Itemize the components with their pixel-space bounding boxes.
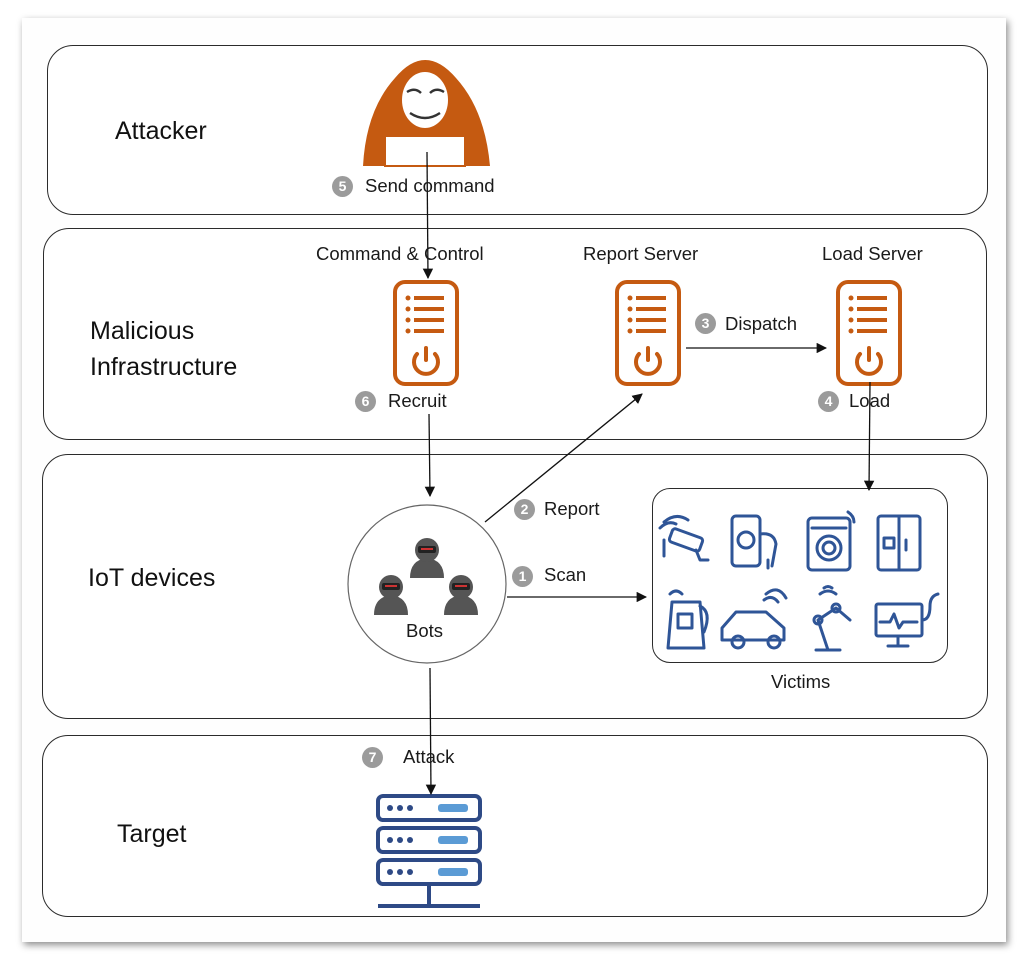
smart-fridge-icon [876,514,922,572]
infrastructure-layer-label-line1: Malicious [90,317,195,345]
send-command-arrow [422,151,434,280]
target-layer [42,735,988,917]
step-1-label: Scan [544,564,587,585]
step-5-badge: 5 [332,176,353,197]
report-server-label: Report Server [583,243,699,264]
load-arrow [863,381,875,492]
report-server-icon [615,280,681,386]
recruit-arrow [424,413,436,498]
attack-arrow [425,667,437,796]
smartphone-health-icon [730,514,778,570]
bots-label: Bots [406,620,444,641]
step-4-badge: 4 [818,391,839,412]
step-5-label: Send command [365,175,495,196]
step-3-badge: 3 [695,313,716,334]
cnc-server-icon [393,280,459,386]
iot-layer-label: IoT devices [88,564,216,592]
cnc-server-label: Command & Control [316,243,484,264]
load-server-label: Load Server [822,243,923,264]
step-2-label: Report [544,498,600,519]
step-2-badge: 2 [514,499,535,520]
victims-label: Victims [771,671,831,692]
step-3-label: Dispatch [725,313,797,334]
washing-machine-icon [806,510,856,572]
load-server-icon [836,280,902,386]
step-4-label: Load [849,390,891,411]
target-server-icon [376,794,482,908]
infrastructure-layer-label-line2: Infrastructure [90,353,238,381]
step-7-badge: 7 [362,747,383,768]
connected-car-icon [720,588,788,650]
attacker-layer [47,45,988,215]
step-7-label: Attack [403,746,455,767]
attacker-layer-label: Attacker [115,117,207,145]
hacker-icon [363,60,490,167]
security-camera-icon [658,515,710,562]
robotic-arm-icon [812,585,852,652]
smart-kettle-icon [666,589,709,650]
report-arrow [484,393,643,523]
step-1-badge: 1 [512,566,533,587]
bots-circle [347,504,507,664]
step-6-badge: 6 [355,391,376,412]
step-6-label: Recruit [388,390,447,411]
health-monitor-icon [874,592,940,648]
target-layer-label: Target [117,820,187,848]
